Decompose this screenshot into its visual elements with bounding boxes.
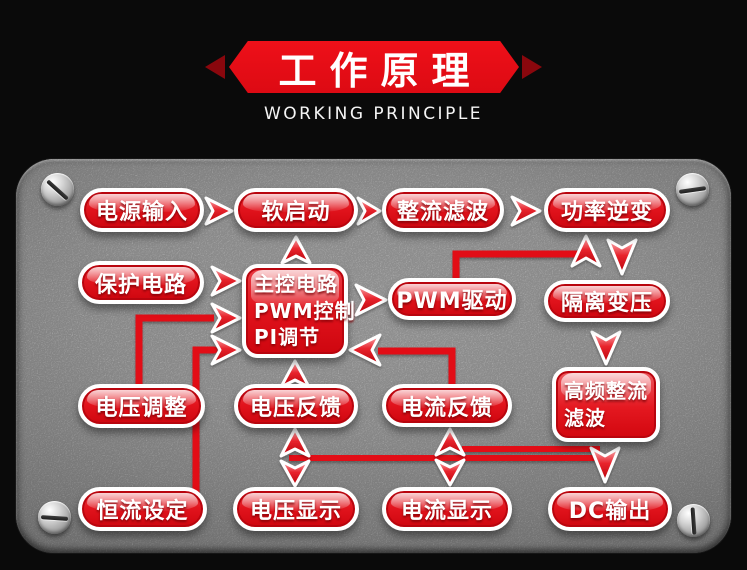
node-hf-rectifier-filter: 高频整流 滤波 [552, 367, 660, 442]
node-label: 电压反馈 [249, 396, 342, 421]
node-pwm-drive: PWM驱动 [388, 278, 516, 320]
title-banner: 工作原理 [229, 41, 519, 93]
node-label: 恒流设定 [96, 499, 189, 524]
node-label: 滤波 [564, 405, 606, 430]
node-protection-circuit: 保护电路 [78, 261, 204, 304]
screw-icon [38, 501, 71, 534]
node-voltage-display: 电压显示 [233, 487, 359, 531]
node-voltage-adjust: 电压调整 [78, 384, 205, 428]
node-label: 主控电路 [254, 272, 338, 297]
node-label: 电压显示 [249, 499, 342, 524]
node-label: 高频整流 [564, 378, 648, 403]
node-label: 电流显示 [400, 499, 493, 524]
node-rectifier-filter: 整流滤波 [382, 188, 504, 232]
node-label: 电压调整 [95, 396, 188, 421]
page-subtitle: WORKING PRINCIPLE [263, 104, 484, 124]
node-label: 功率逆变 [560, 200, 653, 225]
node-power-input: 电源输入 [80, 188, 204, 232]
node-current-feedback: 电流反馈 [382, 384, 512, 427]
screw-icon [677, 504, 710, 537]
node-current-display: 电流显示 [382, 487, 512, 531]
node-label: DC输出 [568, 499, 652, 524]
node-label: PWM控制 [254, 298, 356, 323]
node-power-inverter: 功率逆变 [544, 188, 670, 232]
node-label: PI调节 [254, 325, 321, 350]
banner-right-accent-icon [522, 55, 542, 79]
node-label: 保护电路 [94, 272, 187, 298]
node-main-control: 主控电路 PWM控制 PI调节 [242, 264, 355, 358]
node-isolation-transformer: 隔离变压 [544, 280, 670, 322]
page-title: 工作原理 [278, 48, 483, 93]
node-dc-output: DC输出 [548, 487, 672, 531]
banner-left-accent-icon [205, 55, 225, 79]
node-label: PWM驱动 [396, 289, 508, 314]
node-label: 软启动 [261, 200, 331, 225]
node-label: 整流滤波 [396, 200, 489, 225]
node-label: 电流反馈 [400, 395, 493, 421]
node-label: 电源输入 [95, 200, 188, 225]
node-label: 隔离变压 [560, 291, 653, 316]
node-voltage-feedback: 电压反馈 [234, 384, 358, 428]
node-constant-current-setting: 恒流设定 [78, 487, 207, 531]
screw-icon [41, 173, 74, 206]
screw-icon [676, 173, 709, 206]
node-soft-start: 软启动 [234, 188, 358, 232]
